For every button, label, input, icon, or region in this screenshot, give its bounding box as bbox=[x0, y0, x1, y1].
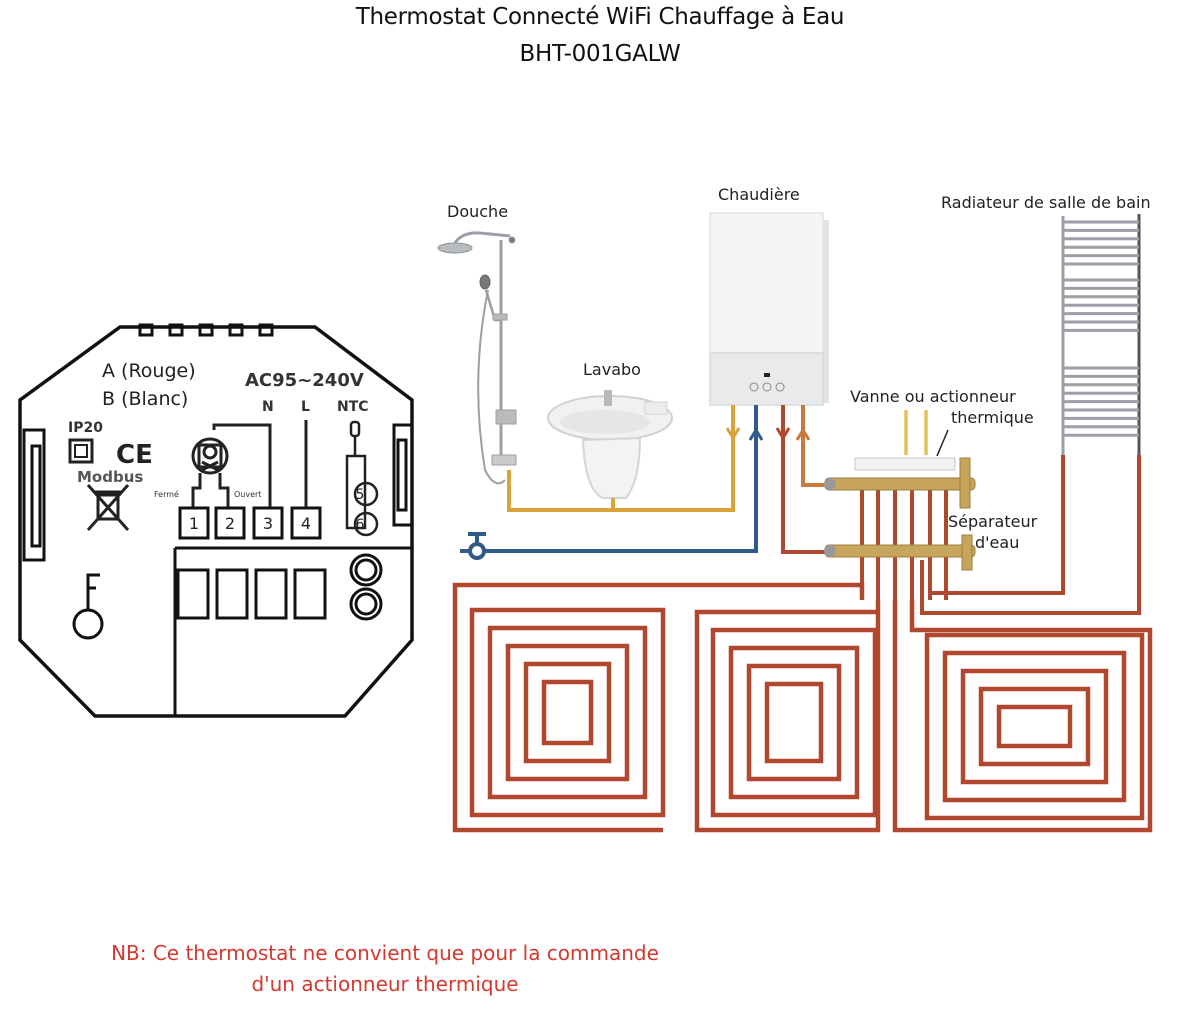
thermostat-wiring-diagram: CE 5 6 1 2 3 4 bbox=[18, 323, 414, 718]
closed-label: Fermé bbox=[154, 490, 179, 499]
ip20-label: IP20 bbox=[68, 420, 103, 436]
shower-label: Douche bbox=[447, 202, 509, 221]
heating-coil-turn bbox=[469, 607, 666, 818]
heating-coil-turn bbox=[996, 704, 1073, 749]
water-separator-manifold bbox=[824, 457, 976, 571]
terminal-1: 1 bbox=[189, 514, 199, 533]
modbus-label: Modbus bbox=[77, 468, 144, 486]
heating-coil-turn bbox=[924, 632, 1145, 821]
right-clip bbox=[392, 423, 414, 527]
sink-label: Lavabo bbox=[583, 360, 641, 379]
sensor-terminal-6: 6 bbox=[356, 517, 365, 533]
ntc-sensor-icon bbox=[345, 420, 379, 537]
footnote-line2: d'un actionneur thermique bbox=[251, 972, 519, 996]
heating-coil-turn bbox=[942, 650, 1127, 803]
terminal-4: 4 bbox=[301, 514, 311, 533]
thermostat-outline bbox=[18, 325, 414, 718]
heating-coil-turn bbox=[978, 686, 1091, 767]
heating-flow-arrow bbox=[775, 427, 791, 441]
page-title: Thermostat Connecté WiFi Chauffage à Eau bbox=[355, 4, 845, 30]
ntc-label: NTC bbox=[337, 399, 369, 415]
radiator-label: Radiateur de salle de bain bbox=[941, 193, 1151, 212]
valve-label-line1: Vanne ou actionneur bbox=[850, 387, 1016, 406]
wire-b-label: B (Blanc) bbox=[102, 388, 189, 410]
bathroom-radiator-icon bbox=[1061, 214, 1141, 455]
return-arrow bbox=[795, 427, 811, 441]
boiler-label: Chaudière bbox=[718, 185, 800, 204]
heating-flow-pipe bbox=[781, 405, 830, 554]
heating-coil-feed bbox=[452, 582, 865, 833]
top-clips bbox=[138, 323, 274, 337]
radiator-pipes bbox=[920, 455, 1141, 615]
sensor-terminal-5: 5 bbox=[356, 487, 365, 503]
heating-return-pipe bbox=[801, 405, 830, 487]
cold-water-pipe bbox=[460, 405, 758, 553]
cold-water-tap-icon bbox=[468, 532, 486, 560]
valve-actuator-symbol bbox=[191, 423, 272, 508]
model-number: BHT-001GALW bbox=[519, 41, 681, 67]
terminal-3: 3 bbox=[263, 514, 273, 533]
underfloor-heating-loops bbox=[452, 582, 1153, 833]
heating-coil-turn bbox=[541, 679, 594, 746]
live-label: L bbox=[301, 399, 310, 415]
footnote-line1: NB: Ce thermostat ne convient que pour l… bbox=[111, 941, 659, 965]
hot-water-arrow bbox=[725, 427, 741, 441]
heating-coil-turn bbox=[523, 661, 612, 764]
heating-coil-turn bbox=[746, 663, 842, 782]
footnote: NB: Ce thermostat ne convient que pour l… bbox=[40, 938, 730, 1000]
separator-label-line1: Séparateur bbox=[948, 512, 1038, 531]
terminal-block bbox=[178, 506, 322, 540]
left-clip bbox=[22, 428, 46, 562]
separator-label-line2: d'eau bbox=[975, 533, 1020, 552]
heating-coil-turn bbox=[960, 668, 1109, 785]
valve-label-line2: thermique bbox=[951, 408, 1034, 427]
sink-icon bbox=[547, 390, 673, 499]
heating-coil-turn bbox=[728, 645, 860, 800]
cold-water-arrow bbox=[748, 427, 764, 441]
heating-coil-feed bbox=[892, 600, 1153, 833]
ip20-icon bbox=[68, 438, 94, 464]
boiler-icon bbox=[709, 212, 829, 406]
voltage-label: AC95~240V bbox=[245, 370, 364, 391]
heating-coil-feed bbox=[694, 600, 881, 833]
hot-water-pipe bbox=[507, 405, 735, 512]
open-label: Ouvert bbox=[234, 490, 262, 499]
actuator-wires bbox=[904, 410, 928, 455]
heating-coil-turn bbox=[710, 627, 878, 818]
terminal-2: 2 bbox=[225, 514, 235, 533]
weee-crossed-bin-icon bbox=[86, 484, 130, 531]
ce-mark-icon: CE bbox=[116, 440, 153, 470]
actuator-pointer bbox=[936, 429, 949, 457]
heating-coil-turn bbox=[505, 643, 630, 782]
wire-a-label: A (Rouge) bbox=[102, 360, 196, 382]
heating-coil-turn bbox=[764, 681, 824, 764]
heating-coil-turn bbox=[487, 625, 648, 800]
heating-installation-diagram bbox=[437, 212, 1153, 833]
neutral-label: N bbox=[262, 399, 274, 415]
shower-icon bbox=[437, 231, 517, 485]
